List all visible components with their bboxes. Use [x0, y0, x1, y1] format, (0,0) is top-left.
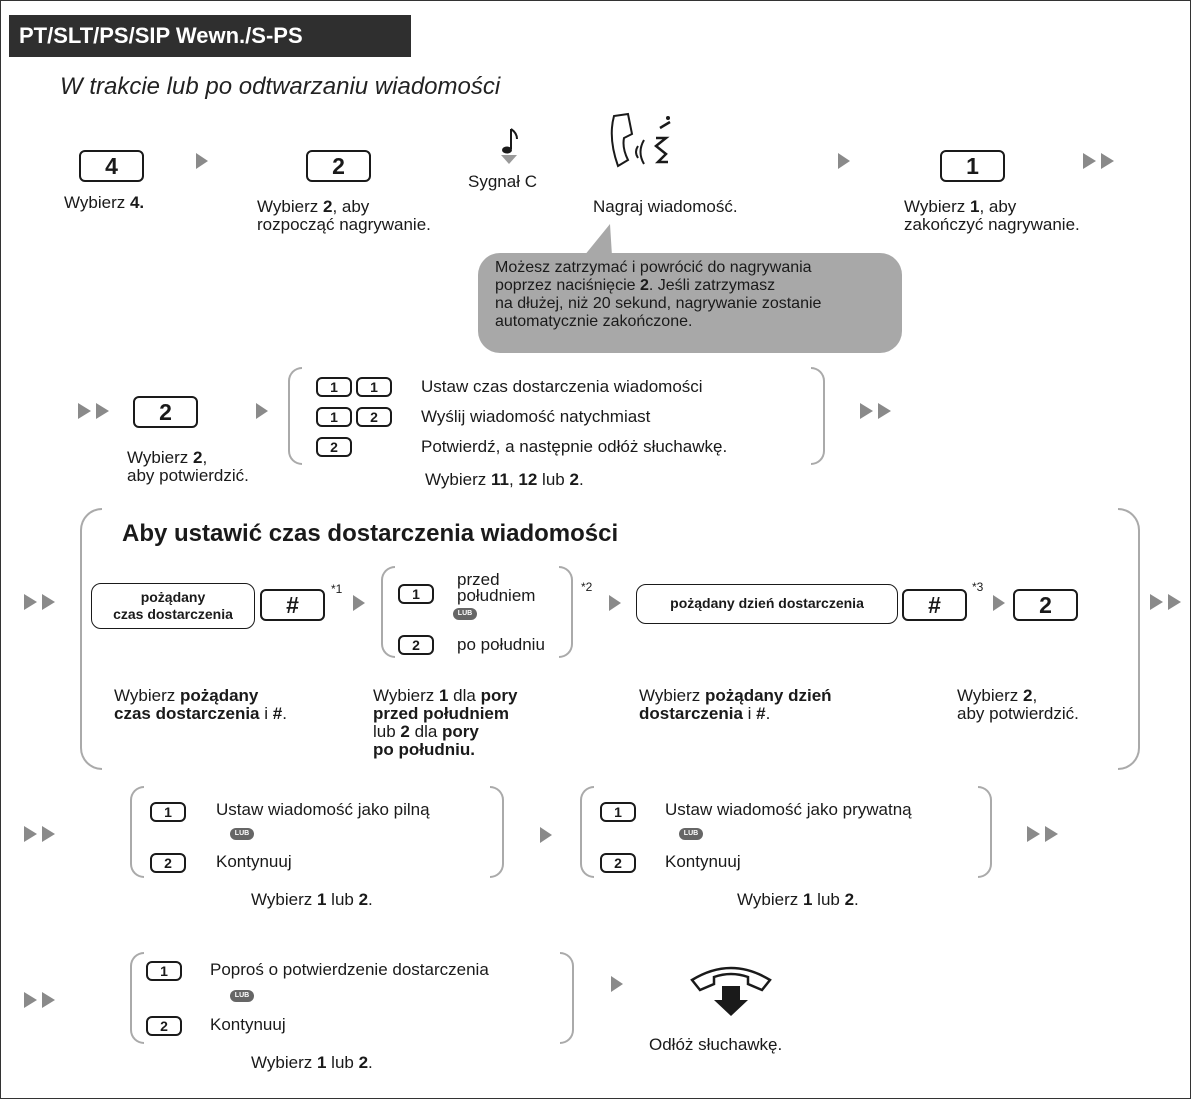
- caption-select: Wybierz 1 lub 2.: [737, 890, 859, 909]
- arrow-icon: [540, 827, 552, 843]
- arrow-icon: [256, 403, 268, 419]
- footnote-2: *2: [581, 580, 593, 594]
- bracket-right: [811, 367, 825, 465]
- option-continue: Kontynuuj: [210, 1015, 286, 1034]
- key-4: 4: [79, 150, 144, 182]
- bracket-left: [130, 952, 144, 1044]
- bracket-left: [580, 786, 594, 878]
- option-continue: Kontynuuj: [216, 852, 292, 871]
- key-2: 2: [316, 437, 352, 457]
- arrow-icon: [196, 153, 208, 169]
- footnote-3: *3: [972, 580, 984, 594]
- subtitle: W trakcie lub po odtwarzaniu wiadomości: [60, 73, 501, 100]
- or-badge: LUB: [453, 608, 477, 620]
- key-2: 2: [1013, 589, 1078, 621]
- option-pm: po południu: [457, 635, 545, 654]
- option-set-delivery-time: Ustaw czas dostarczenia wiadomości: [421, 377, 703, 396]
- or-badge: LUB: [230, 990, 254, 1002]
- continue-arrow-icon: [24, 826, 60, 842]
- continue-arrow-icon: [78, 403, 114, 419]
- bracket-left: [381, 566, 395, 658]
- key-2: 2: [146, 1016, 182, 1036]
- input-box-delivery-day: pożądany dzień dostarczenia: [636, 584, 898, 624]
- key-1: 1: [356, 377, 392, 397]
- footnote-1: *1: [331, 582, 343, 596]
- key-hash: #: [260, 589, 325, 621]
- key-1: 1: [150, 802, 186, 822]
- continue-arrow-icon: [1150, 594, 1186, 610]
- or-badge: LUB: [230, 828, 254, 840]
- caption-select: Wybierz 11, 12 lub 2.: [425, 470, 584, 489]
- continue-arrow-icon: [1027, 826, 1063, 842]
- arrow-icon: [609, 595, 621, 611]
- bracket-right: [559, 566, 573, 658]
- caption-select: Wybierz 1 lub 2.: [251, 890, 373, 909]
- key-1: 1: [600, 802, 636, 822]
- key-2: 2: [306, 150, 371, 182]
- bubble-pointer: [584, 224, 612, 256]
- caption-confirm: Wybierz 2,aby potwierdzić.: [957, 686, 1079, 723]
- continue-arrow-icon: [24, 992, 60, 1008]
- continue-arrow-icon: [860, 403, 896, 419]
- key-2: 2: [600, 853, 636, 873]
- bracket-left: [288, 367, 302, 465]
- key-2: 2: [356, 407, 392, 427]
- tone-label: Sygnał C: [468, 172, 537, 191]
- key-1: 1: [316, 407, 352, 427]
- bracket-right: [978, 786, 992, 878]
- key-2-confirm: 2: [133, 396, 198, 428]
- caption-dial-4: Wybierz 4.: [64, 193, 145, 212]
- continue-arrow-icon: [1083, 153, 1119, 169]
- page-header: PT/SLT/PS/SIP Wewn./S-PS: [9, 15, 411, 57]
- section-bracket-right: [1118, 508, 1140, 770]
- key-1: 1: [940, 150, 1005, 182]
- option-private: Ustaw wiadomość jako prywatną: [665, 800, 912, 819]
- key-2: 2: [150, 853, 186, 873]
- key-2: 2: [398, 635, 434, 655]
- option-delivery-confirmation: Poproś o potwierdzenie dostarczenia: [210, 960, 489, 979]
- key-1: 1: [146, 961, 182, 981]
- option-continue: Kontynuuj: [665, 852, 741, 871]
- caption-select: Wybierz 1 lub 2.: [251, 1053, 373, 1072]
- hang-up-icon: [690, 966, 772, 1016]
- continue-arrow-icon: [24, 594, 60, 610]
- tone-icon: [501, 128, 518, 164]
- arrow-icon: [838, 153, 850, 169]
- option-confirm-hangup: Potwierdź, a następnie odłóż słuchawkę.: [421, 437, 728, 456]
- key-1: 1: [316, 377, 352, 397]
- section-title: Aby ustawić czas dostarczenia wiadomości: [122, 520, 619, 547]
- hang-up-caption: Odłóż słuchawkę.: [649, 1035, 783, 1054]
- speaking-handset-icon: [610, 112, 671, 168]
- caption-confirm: Wybierz 2,aby potwierdzić.: [127, 448, 249, 485]
- key-1: 1: [398, 584, 434, 604]
- record-caption: Nagraj wiadomość.: [593, 197, 738, 216]
- bracket-right: [560, 952, 574, 1044]
- arrow-icon: [993, 595, 1005, 611]
- key-hash: #: [902, 589, 967, 621]
- option-send-now: Wyślij wiadomość natychmiast: [421, 407, 651, 426]
- arrow-icon: [611, 976, 623, 992]
- arrow-icon: [353, 595, 365, 611]
- or-badge: LUB: [679, 828, 703, 840]
- option-urgent: Ustaw wiadomość jako pilną: [216, 800, 430, 819]
- bracket-right: [490, 786, 504, 878]
- section-bracket-left: [80, 508, 102, 770]
- info-bubble: Możesz zatrzymać i powrócić do nagrywani…: [478, 253, 902, 353]
- bracket-left: [130, 786, 144, 878]
